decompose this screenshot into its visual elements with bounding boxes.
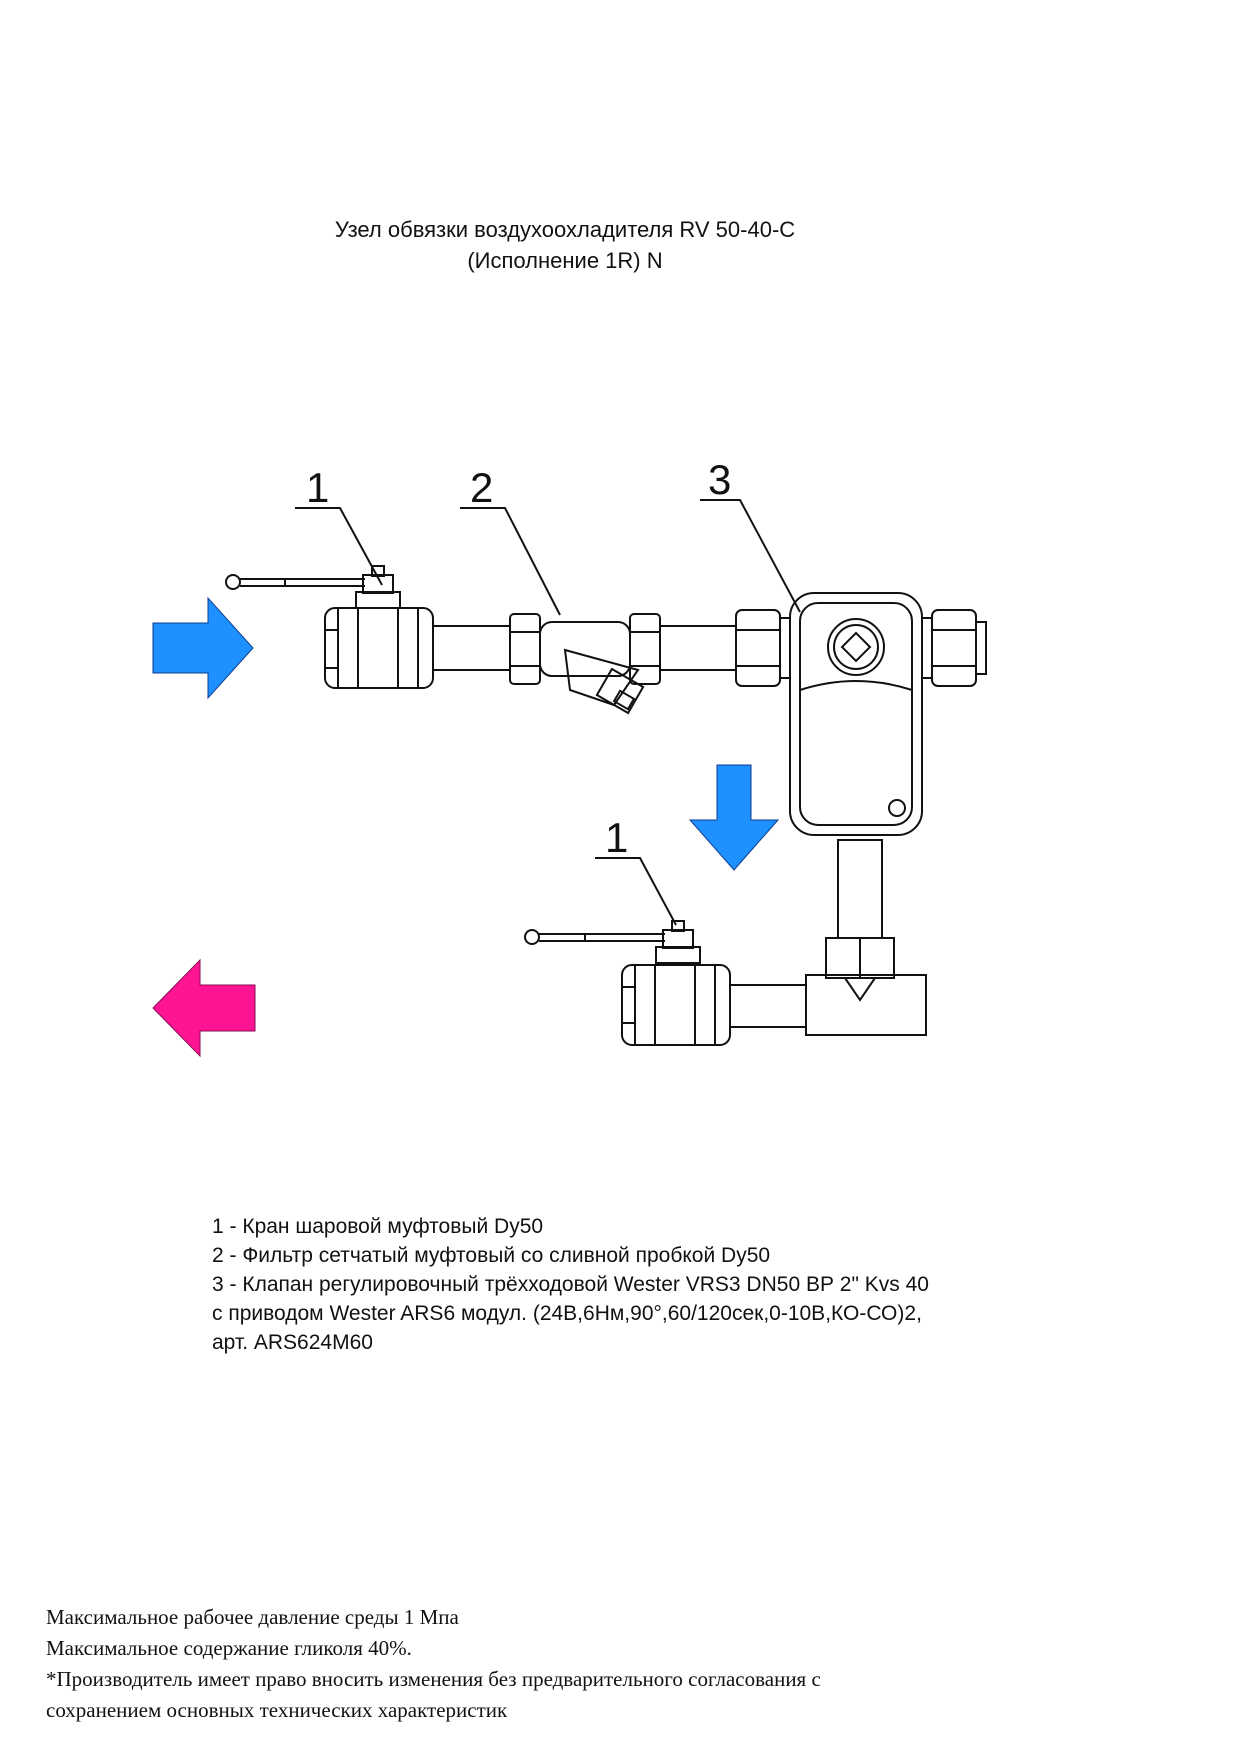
pipe-segment bbox=[729, 984, 807, 1028]
union-left bbox=[735, 609, 791, 687]
callout-number-1-bottom: 1 bbox=[605, 814, 628, 861]
arrow-right-icon bbox=[152, 596, 254, 700]
legend-item: с приводом Wester ARS6 модул. (24В,6Нм,9… bbox=[212, 1302, 922, 1325]
arrow-left-icon bbox=[152, 958, 256, 1058]
notes: Максимальное рабочее давление среды 1 Мп… bbox=[46, 1602, 821, 1726]
callout-leader-1-top bbox=[295, 507, 383, 586]
arrow-down-icon bbox=[688, 764, 780, 871]
diagram-subtitle: (Исполнение 1R) N bbox=[467, 248, 663, 273]
callout-number-1-top: 1 bbox=[306, 464, 329, 511]
ball-valve-bottom bbox=[524, 920, 731, 1046]
legend-item: арт. ARS624M60 bbox=[212, 1331, 373, 1354]
legend-item: 1 - Кран шаровой муфтовый Dy50 bbox=[212, 1215, 544, 1238]
note-line: Максимальное рабочее давление среды 1 Мп… bbox=[46, 1605, 459, 1629]
legend: 1 - Кран шаровой муфтовый Dy50 2 - Фильт… bbox=[212, 1212, 929, 1357]
strainer-filter bbox=[509, 613, 661, 715]
diagram-title: Узел обвязки воздухоохладителя RV 50-40-… bbox=[334, 217, 796, 242]
callout-number-2: 2 bbox=[470, 464, 493, 511]
legend-item: 2 - Фильтр сетчатый муфтовый со сливной … bbox=[212, 1244, 771, 1267]
pipe-segment bbox=[432, 625, 511, 671]
note-line: сохранением основных технических характе… bbox=[46, 1698, 508, 1722]
callout-leader-2 bbox=[460, 507, 561, 616]
union-right bbox=[921, 609, 987, 687]
callout-leader-1-bottom bbox=[595, 857, 677, 926]
legend-item: 3 - Клапан регулировочный трёхходовой We… bbox=[212, 1273, 929, 1296]
pipe-vertical bbox=[837, 839, 883, 939]
three-way-valve-actuator bbox=[789, 592, 923, 836]
callout-number-3: 3 bbox=[708, 456, 731, 503]
tee-fitting bbox=[805, 937, 927, 1036]
note-line: Максимальное содержание гликоля 40%. bbox=[46, 1636, 412, 1660]
ball-valve-top bbox=[225, 565, 434, 689]
callout-leader-3 bbox=[700, 499, 801, 613]
pipe-segment bbox=[659, 625, 737, 671]
note-line: *Производитель имеет право вносить измен… bbox=[46, 1667, 821, 1691]
